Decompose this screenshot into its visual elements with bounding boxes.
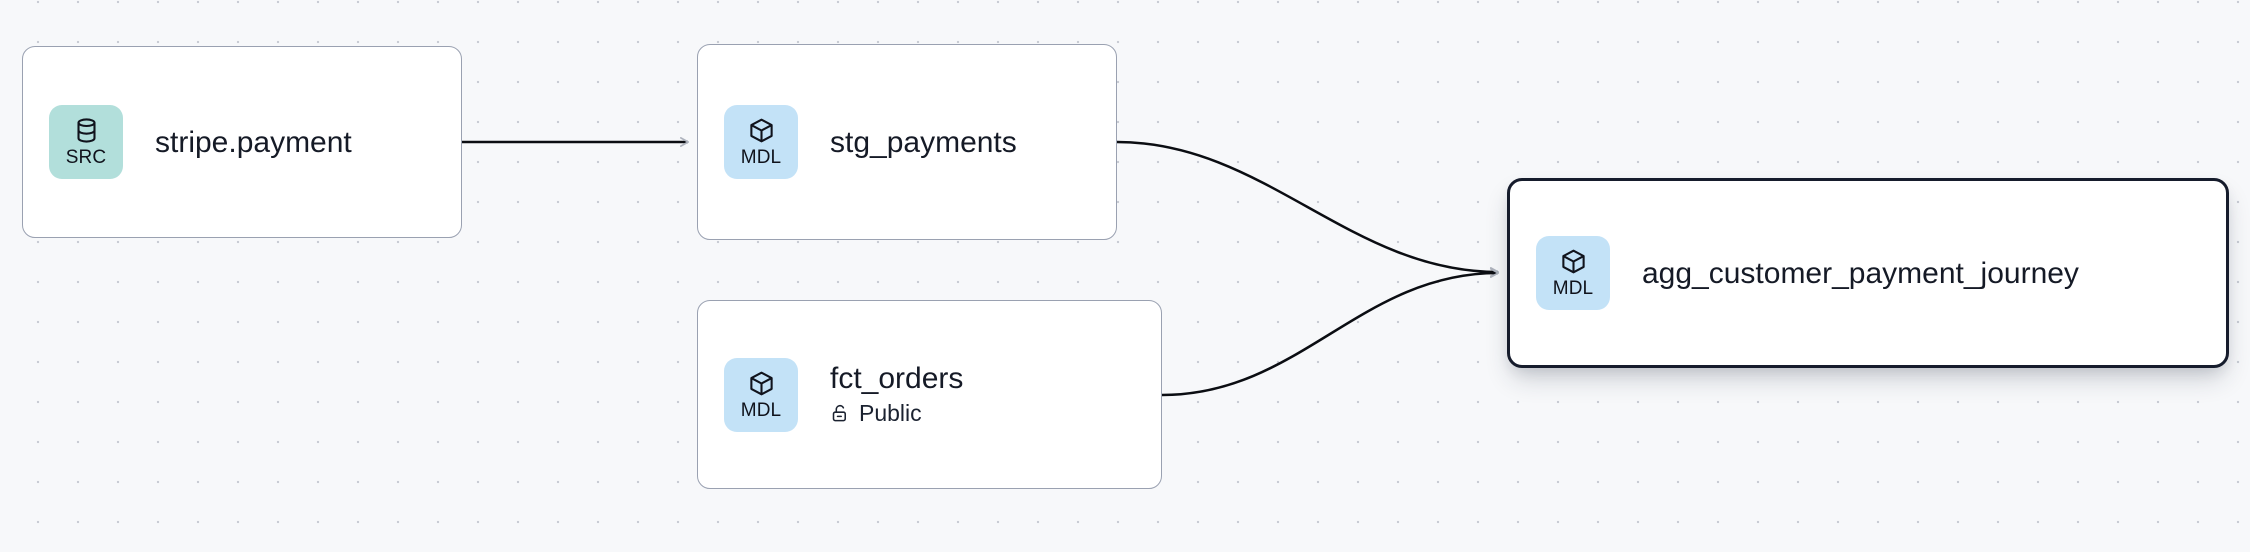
- node-stripe-payment[interactable]: SRC stripe.payment: [22, 46, 462, 238]
- node-visibility-label: Public: [859, 400, 922, 427]
- node-type-badge-mdl: MDL: [724, 105, 798, 179]
- node-title: stg_payments: [830, 125, 1017, 159]
- node-text-block: stg_payments: [830, 126, 1017, 159]
- node-title: fct_orders: [830, 362, 964, 396]
- node-title: agg_customer_payment_journey: [1642, 256, 2079, 290]
- badge-label: MDL: [1552, 278, 1594, 299]
- node-text-block: stripe.payment: [155, 126, 352, 159]
- node-type-badge-mdl: MDL: [724, 357, 798, 432]
- badge-label: MDL: [740, 399, 782, 421]
- node-agg-customer-payment-journey[interactable]: MDL agg_customer_payment_journey: [1507, 178, 2229, 368]
- node-type-badge-mdl: MDL: [1536, 236, 1610, 310]
- node-text-block: agg_customer_payment_journey: [1642, 257, 2079, 290]
- node-title: stripe.payment: [155, 125, 352, 159]
- cube-icon: [748, 117, 775, 144]
- edge-stg-to-agg: [1116, 140, 1500, 277]
- node-fct-orders[interactable]: MDL fct_orders Public: [697, 300, 1162, 489]
- node-visibility-badge: Public: [830, 401, 963, 426]
- node-text-block: fct_orders Public: [830, 362, 963, 426]
- badge-label: SRC: [65, 147, 107, 168]
- database-icon: [73, 117, 100, 144]
- cube-icon: [748, 370, 775, 397]
- cube-icon: [1560, 248, 1587, 275]
- node-type-badge-src: SRC: [49, 105, 123, 179]
- node-stg-payments[interactable]: MDL stg_payments: [697, 44, 1117, 240]
- unlock-icon: [830, 403, 851, 424]
- badge-label: MDL: [740, 147, 782, 168]
- edge-fct-to-agg: [1161, 268, 1500, 397]
